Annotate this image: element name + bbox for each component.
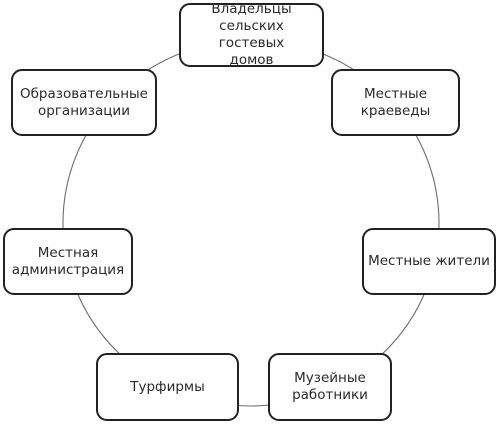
node-local-residents: Местные жители (362, 228, 496, 295)
node-guesthouse-owners: Владельцы сельских гостевых домов (179, 1, 324, 68)
node-tour-agencies: Турфирмы (96, 353, 239, 421)
node-local-historians: Местные краеведы (331, 69, 460, 136)
node-museum-workers: Музейные работники (268, 353, 392, 421)
node-educational-organizations: Образовательные организации (11, 69, 157, 136)
node-local-administration: Местная администрация (3, 228, 133, 295)
